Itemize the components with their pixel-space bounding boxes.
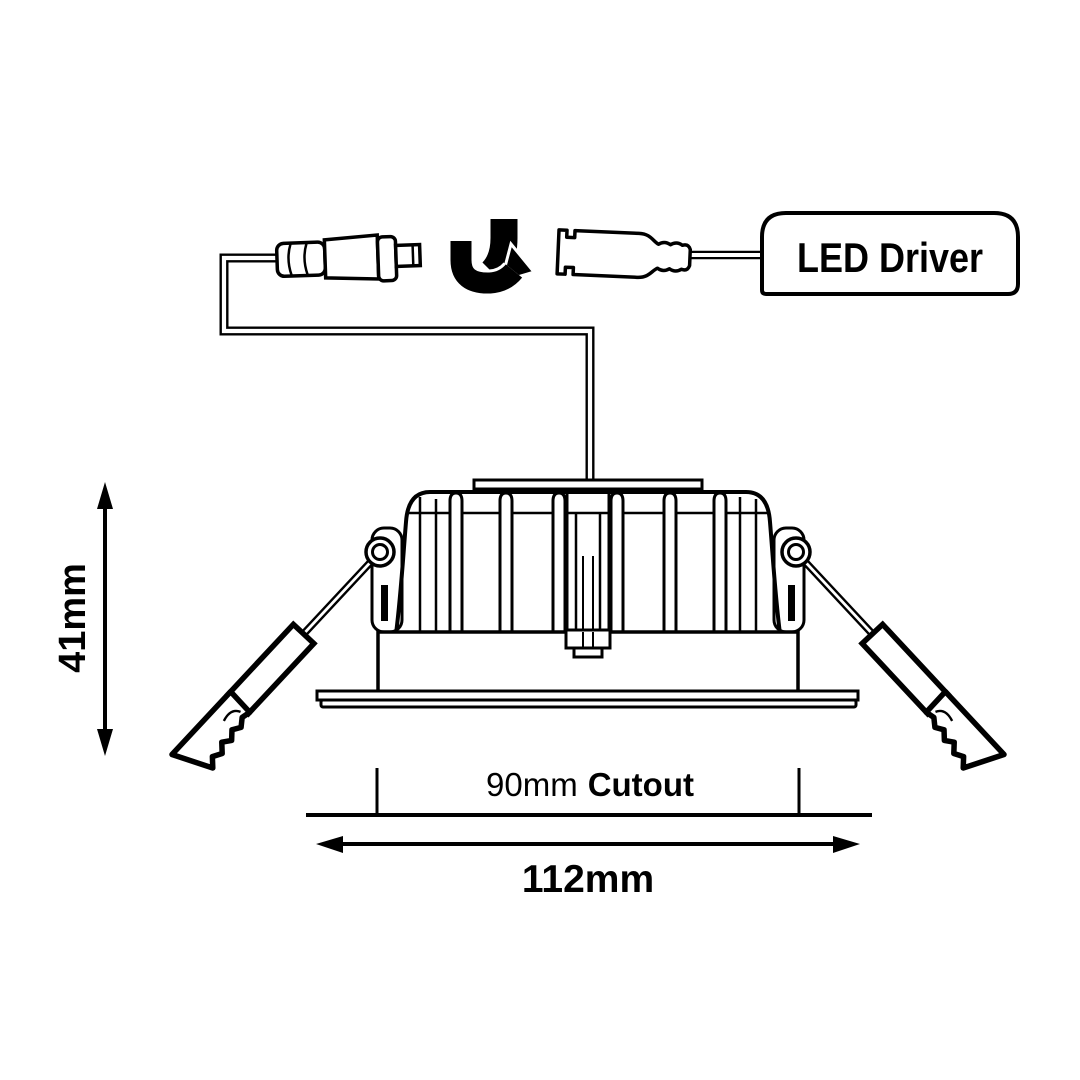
male-connector-grip: [274, 240, 328, 279]
width-dimension-label: 112mm: [522, 858, 654, 901]
cutout-dimension: 90mm Cutout: [306, 766, 872, 817]
width-dimension: 112mm: [316, 836, 860, 901]
spring-clip-right: [780, 545, 1004, 781]
led-driver-label: LED Driver: [797, 234, 983, 281]
female-connector-icon: [555, 228, 693, 280]
heatsink-outline: [394, 490, 782, 635]
arrowhead-down-icon: [97, 729, 113, 756]
twist-arrow-icon: [447, 219, 537, 297]
arrowhead-left-icon: [316, 836, 343, 853]
male-connector-icon: [274, 233, 423, 283]
arrowhead-up-icon: [97, 482, 113, 509]
male-connector-nut: [375, 234, 399, 283]
top-plate: [472, 478, 704, 491]
center-boss: [564, 628, 612, 659]
pivot-pin-right: [780, 536, 812, 568]
trim-flange: [315, 689, 860, 709]
male-connector-cone: [322, 233, 381, 281]
pivot-pin-left: [364, 536, 396, 568]
cutout-value: 90mm: [486, 766, 578, 803]
height-dimension: 41mm: [52, 482, 113, 756]
height-dimension-label: 41mm: [52, 563, 94, 673]
led-driver-box: LED Driver: [760, 211, 1020, 296]
cutout-label: 90mm Cutout: [486, 766, 694, 803]
cutout-suffix: Cutout: [588, 766, 694, 803]
arrowhead-right-icon: [833, 836, 860, 853]
heatsink-center-channel: [565, 492, 611, 633]
heatsink: [394, 490, 782, 636]
connection-cable: [219, 253, 595, 486]
spring-clip-left: [172, 545, 396, 781]
male-connector-pin: [393, 242, 423, 269]
